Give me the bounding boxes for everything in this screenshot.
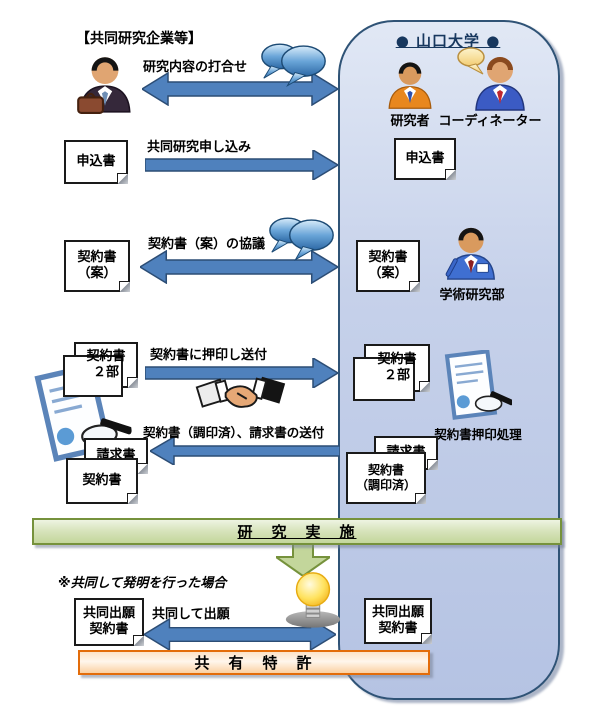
apply-arrow-label: 共同研究申し込み xyxy=(147,140,252,155)
two-copies-doc-company: 契約書 ２部 xyxy=(63,342,138,397)
application-doc-company: 申込書 xyxy=(64,140,128,184)
handshake-icon xyxy=(194,372,288,420)
down-arrow-icon xyxy=(276,544,330,576)
research-dept-label: 学術研究部 xyxy=(439,288,505,303)
researcher-label: 研究者 xyxy=(390,114,430,129)
lightbulb-icon xyxy=(282,570,342,630)
company-title: 【共同研究企業等】 xyxy=(76,31,202,47)
invention-note: ※共同して発明を行った場合 xyxy=(58,576,227,591)
return-contract-arrow xyxy=(150,437,340,465)
joint-application-doc-university: 共同出願 契約書 xyxy=(364,598,432,644)
negotiate-arrow xyxy=(140,250,338,284)
businessman-icon xyxy=(74,50,136,116)
research-dept-icon xyxy=(442,220,500,284)
return-contract-arrow-label: 契約書（調印済）、請求書の送付 xyxy=(143,425,325,440)
research-execution-bar: 研 究 実 施 xyxy=(32,518,562,545)
joint-application-doc-company: 共同出願 契約書 xyxy=(74,598,144,646)
negotiate-arrow-label: 契約書（案）の協議 xyxy=(148,237,266,252)
speech-bubbles-icon xyxy=(268,214,336,262)
draft-contract-doc-university: 契約書 （案） xyxy=(356,240,420,292)
seal-process-label: 契約書押印処理 xyxy=(434,427,522,442)
coordinator-icon xyxy=(456,44,528,114)
apply-arrow xyxy=(145,150,338,180)
send-contract-arrow-label: 契約書に押印し送付 xyxy=(150,348,268,363)
sealed-contract-doc-university: 契約書 （調印済） xyxy=(346,452,426,504)
application-doc-university: 申込書 xyxy=(394,138,456,180)
coordinator-label: コーディネーター xyxy=(438,114,542,129)
contract-doc-company: 契約書 xyxy=(66,458,138,504)
two-copies-doc-university: 契約書 ２部 xyxy=(353,344,430,401)
contract-sealing-icon xyxy=(436,350,512,428)
send-contract-arrow xyxy=(145,358,338,388)
joint-filing-arrow-label: 共同して出願 xyxy=(152,607,230,622)
speech-bubbles-icon xyxy=(260,40,328,88)
consult-arrow xyxy=(142,72,338,106)
university-header: ● 山口大学 ● xyxy=(395,32,501,50)
joint-filing-arrow xyxy=(144,618,336,651)
researcher-icon xyxy=(384,56,436,112)
consult-arrow-label: 研究内容の打合せ xyxy=(143,60,248,75)
shared-patent-bar: 共 有 特 許 xyxy=(78,650,430,675)
draft-contract-doc-company: 契約書 （案） xyxy=(64,240,130,292)
